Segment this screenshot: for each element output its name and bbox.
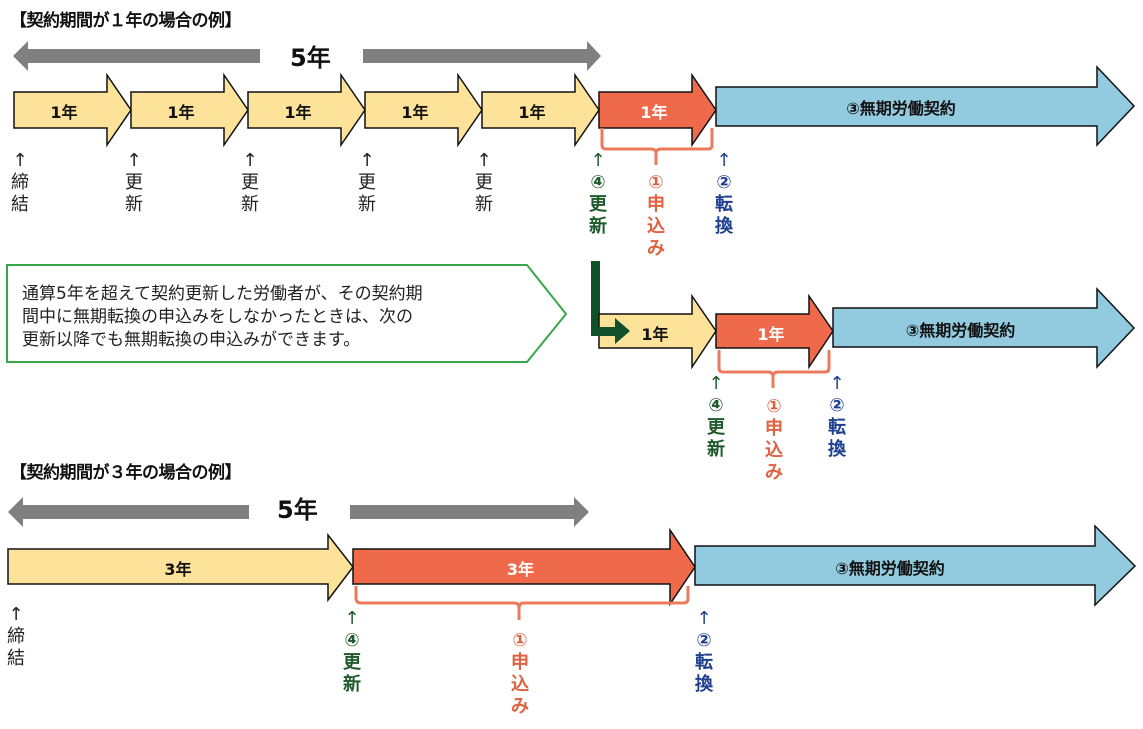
- term-arrow-3yr: [7, 532, 354, 603]
- marker-application-2: ① 申 込 み: [511, 630, 529, 717]
- indefinite-label-2: ③無期労働契約: [835, 559, 945, 578]
- term-arrow-1b: [598, 293, 717, 370]
- span-right-arrow-2: [350, 497, 589, 527]
- application-label-1: 1年: [640, 103, 668, 122]
- five-year-label-1: 5年: [290, 44, 331, 72]
- application-bracket-2: [354, 586, 690, 620]
- indefinite-label-1: ③無期労働契約: [846, 99, 956, 118]
- term-arrow-4: [364, 72, 483, 148]
- term-label-3yr: 3年: [164, 560, 192, 579]
- term-label-1b: 1年: [641, 325, 669, 344]
- marker-application-1b: ① 申 込 み: [765, 396, 783, 483]
- five-year-label-2: 5年: [277, 496, 318, 524]
- term-arrow-1: [13, 72, 132, 148]
- note-text: 通算5年を超えて契約更新した労働者が、その契約期 間中に無期転換の申込みをしなか…: [22, 284, 423, 350]
- marker-conversion-2: ↑ ② 転 換: [692, 608, 716, 696]
- marker-renewal-1b: ↑ ④ 更 新: [704, 373, 728, 461]
- span-left-arrow-2: [8, 497, 249, 527]
- up-arrow-icon: ↑: [829, 373, 845, 394]
- up-arrow-icon: ↑: [126, 150, 142, 171]
- marker-conversion-1b: ↑ ② 転 換: [825, 373, 849, 461]
- marker-conclusion-2: ↑ 締 結: [4, 604, 28, 670]
- up-arrow-icon: ↑: [12, 150, 28, 171]
- note-box: [6, 264, 568, 363]
- term-label-2: 1年: [167, 103, 195, 122]
- term-label-4: 1年: [401, 103, 429, 122]
- term-arrow-5: [481, 72, 600, 148]
- application-label-3yr: 3年: [506, 560, 535, 579]
- indefinite-label-1b: ③無期労働契約: [905, 321, 1016, 340]
- application-arrow-3yr: [352, 527, 696, 607]
- term-arrow-3: [247, 72, 366, 148]
- five-year-span-arrow-2: [8, 497, 589, 527]
- application-arrow-1b: [715, 293, 834, 370]
- application-arrow-1: [598, 72, 717, 148]
- up-arrow-icon: ↑: [8, 604, 24, 625]
- up-arrow-icon: ↑: [344, 608, 360, 629]
- term-label-5: 1年: [518, 103, 546, 122]
- example1-title: 【契約期間が１年の場合の例】: [10, 11, 242, 31]
- span-left-arrow: [13, 41, 260, 71]
- marker-conclusion-1: ↑ 締 結: [8, 150, 32, 216]
- marker-renewal-2: ↑ 更 新: [238, 150, 262, 216]
- marker-renewal-1: ↑ 更 新: [122, 150, 146, 216]
- marker-renewal-4: ↑ 更 新: [472, 150, 496, 216]
- term-arrow-2: [130, 72, 249, 148]
- up-arrow-icon: ↑: [590, 150, 606, 171]
- term-label-3: 1年: [284, 103, 312, 122]
- five-year-span-arrow-1: [13, 41, 601, 71]
- marker-renewal-4-circled: ↑ ④ 更 新: [586, 150, 610, 238]
- term-label-1: 1年: [50, 103, 78, 122]
- up-arrow-icon: ↑: [359, 150, 375, 171]
- marker-application-1: ① 申 込 み: [647, 172, 665, 259]
- application-label-1b: 1年: [757, 325, 785, 344]
- up-arrow-icon: ↑: [716, 150, 732, 171]
- marker-conversion-1: ↑ ② 転 換: [712, 150, 736, 238]
- example2-title: 【契約期間が３年の場合の例】: [10, 463, 242, 483]
- indefinite-arrow-1b: [832, 287, 1136, 369]
- up-arrow-icon: ↑: [696, 608, 712, 629]
- up-arrow-icon: ↑: [242, 150, 258, 171]
- up-arrow-icon: ↑: [476, 150, 492, 171]
- application-bracket-1b: [717, 350, 831, 388]
- application-bracket-1: [600, 128, 714, 165]
- up-arrow-icon: ↑: [708, 373, 724, 394]
- marker-renewal-2: ↑ ④ 更 新: [340, 608, 364, 696]
- marker-renewal-3: ↑ 更 新: [355, 150, 379, 216]
- span-right-arrow: [363, 41, 601, 71]
- indefinite-arrow-2: [694, 524, 1137, 607]
- indefinite-arrow-1: [715, 65, 1136, 147]
